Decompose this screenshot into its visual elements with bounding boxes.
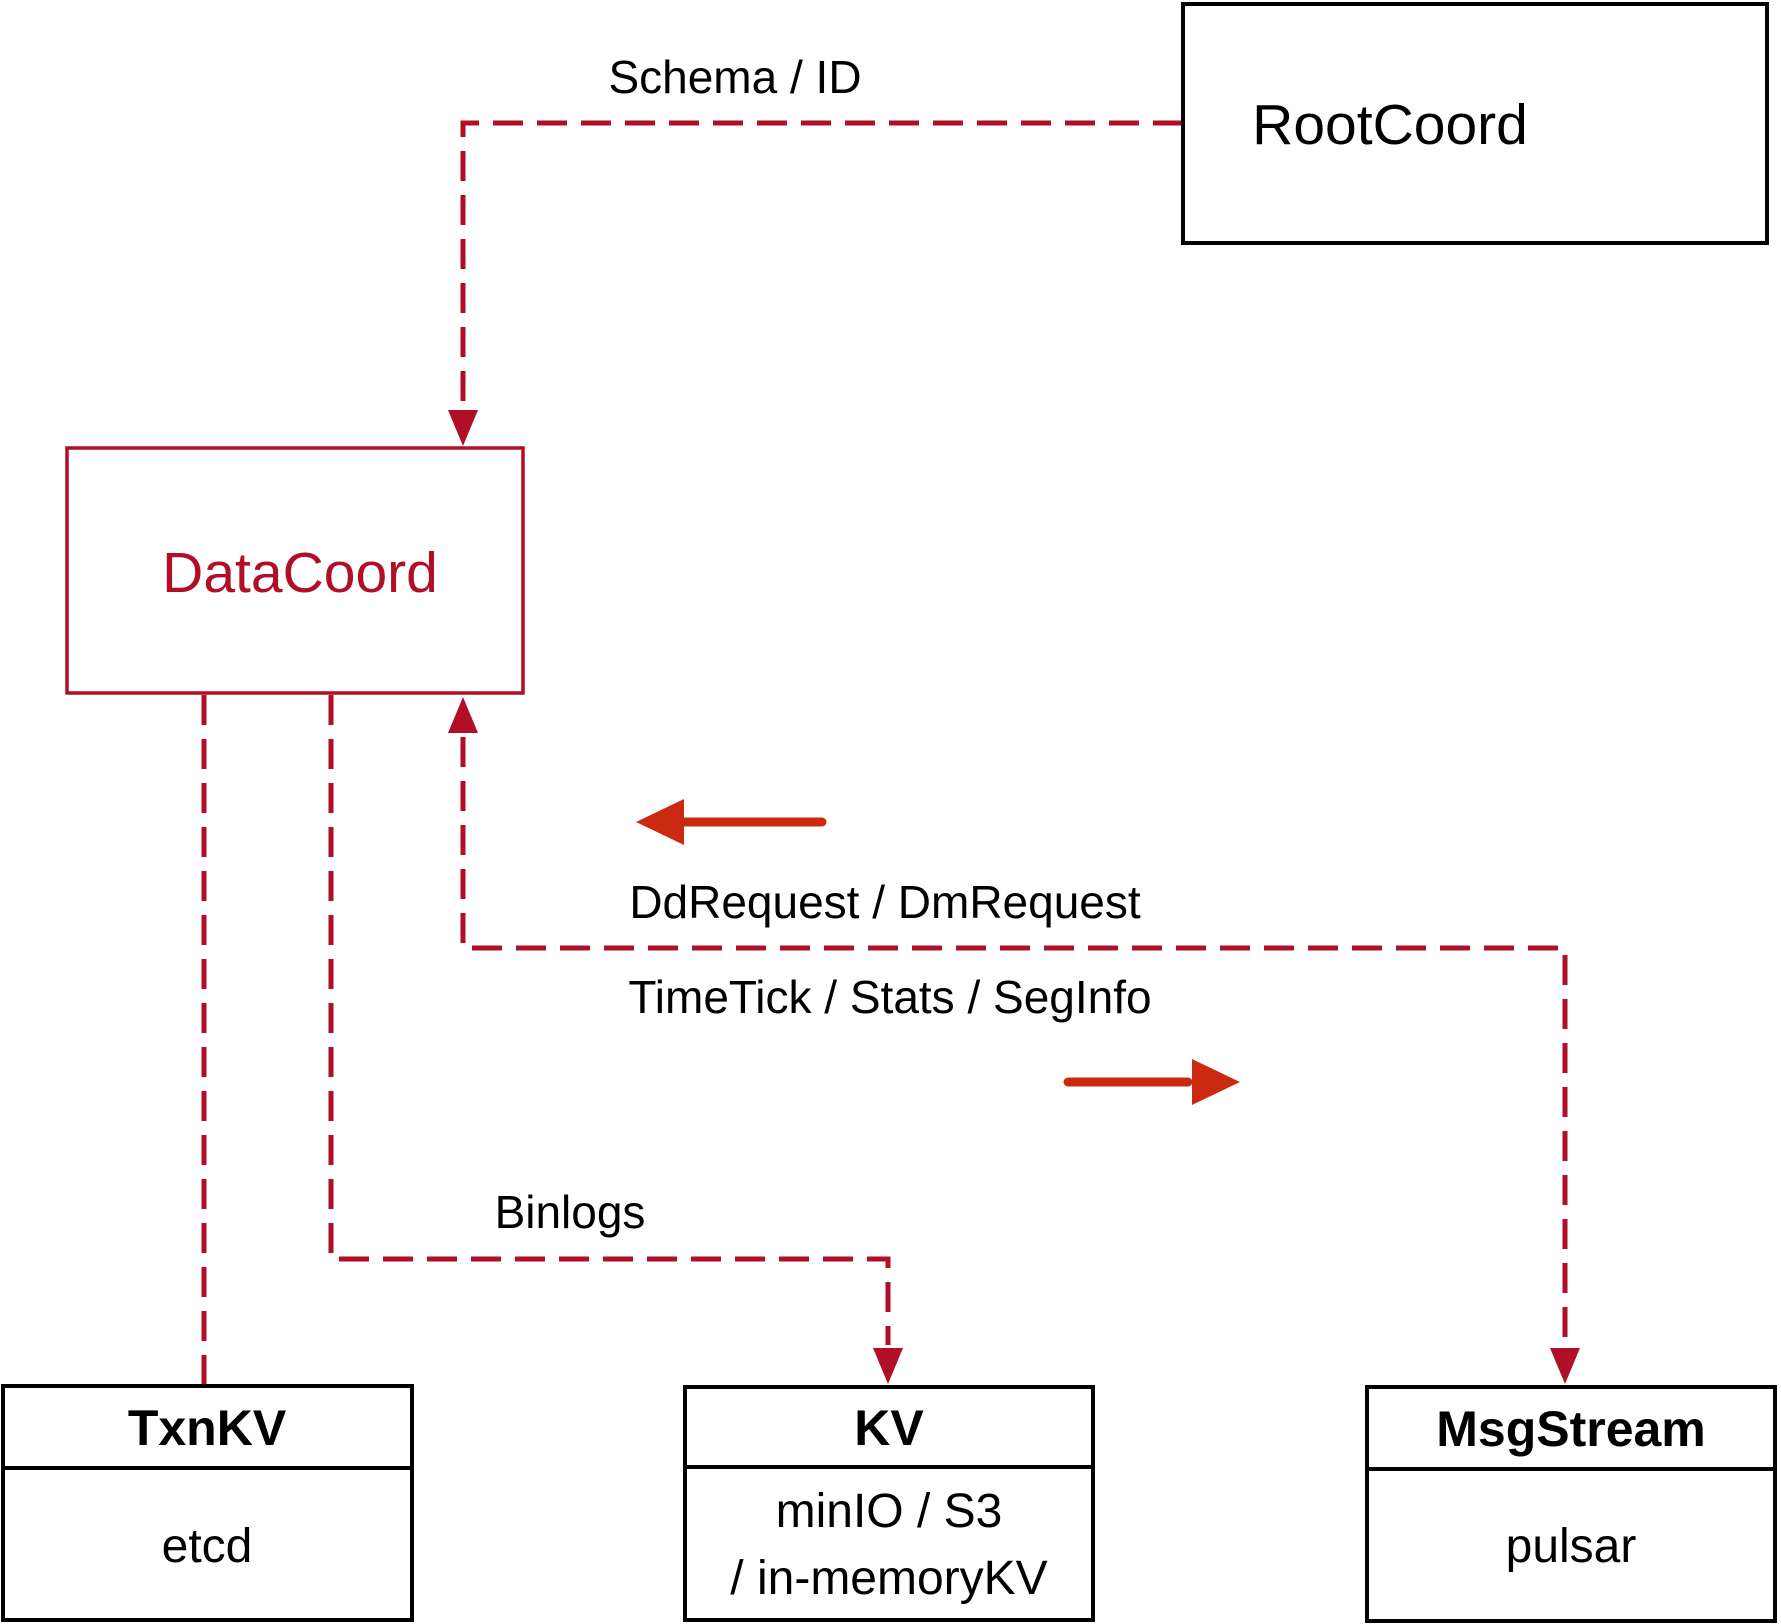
arrowhead-into-datacoord-top-icon [448, 410, 478, 446]
arrowhead-into-datacoord-bottom-icon [448, 697, 478, 733]
node-txnkv: TxnKV etcd [1, 1384, 414, 1622]
node-txnkv-title: TxnKV [128, 1400, 287, 1456]
edge-label-timetick-stats-seginfo: TimeTick / Stats / SegInfo [628, 971, 1151, 1023]
node-kv-subtitle-line2: / in-memoryKV [730, 1552, 1047, 1605]
node-kv: KV minIO / S3 / in-memoryKV [683, 1385, 1095, 1622]
node-msgstream-subtitle: pulsar [1506, 1520, 1637, 1573]
node-kv-subtitle-line1: minIO / S3 [776, 1485, 1003, 1538]
node-rootcoord-label: RootCoord [1252, 93, 1528, 157]
node-msgstream: MsgStream pulsar [1365, 1385, 1777, 1623]
edge-label-schema-id: Schema / ID [608, 51, 861, 103]
node-txnkv-subtitle: etcd [162, 1520, 253, 1573]
edge-rootcoord-to-datacoord [460, 120, 1183, 405]
node-rootcoord: RootCoord [1181, 2, 1769, 245]
edge-label-ddrequest-dmrequest: DdRequest / DmRequest [629, 876, 1141, 928]
node-datacoord: DataCoord [65, 446, 525, 695]
node-datacoord-label: DataCoord [162, 541, 438, 605]
edge-datacoord-msgstream [460, 737, 1568, 1345]
node-kv-title: KV [854, 1400, 924, 1456]
edge-datacoord-to-kv-binlogs [328, 695, 891, 1345]
flow-direction-right-arrow-icon [1063, 1059, 1240, 1105]
arrowhead-into-kv-top-icon [873, 1348, 903, 1384]
edge-label-binlogs: Binlogs [495, 1186, 646, 1238]
node-msgstream-title: MsgStream [1436, 1401, 1706, 1457]
flow-direction-left-arrow-icon [636, 799, 827, 845]
arrowhead-into-msgstream-top-icon [1550, 1348, 1580, 1384]
